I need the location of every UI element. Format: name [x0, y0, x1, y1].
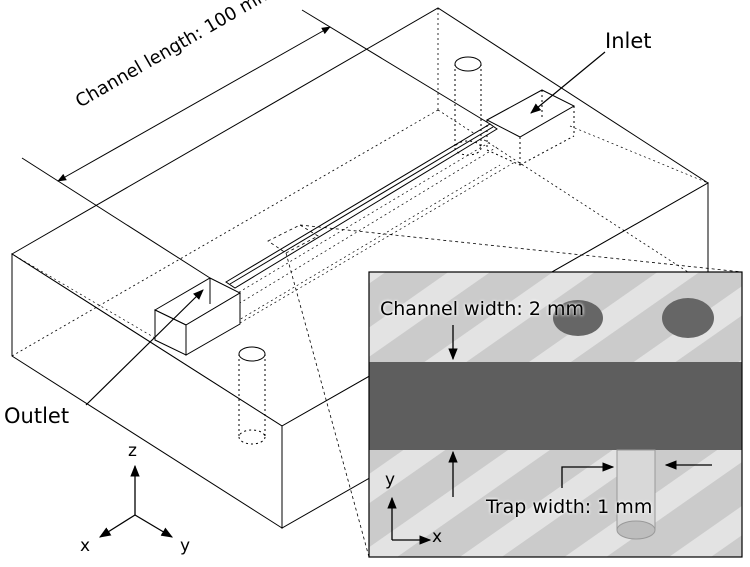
photo-inset	[369, 272, 742, 557]
mounting-hole-back	[454, 56, 482, 156]
axis-2d-x-label: x	[432, 527, 443, 547]
outlet-label: Outlet	[4, 404, 70, 428]
inlet-label: Inlet	[605, 29, 652, 53]
trap-photo	[616, 449, 656, 531]
photo-hole-2	[662, 298, 714, 338]
trap-width-label: Trap width: 1 mm	[486, 496, 653, 518]
axes-3d	[99, 464, 174, 538]
zoom-indicator	[267, 224, 743, 558]
channel-photo	[369, 362, 742, 450]
outlet-well	[153, 277, 242, 356]
axis-3d-z-label: z	[128, 441, 137, 461]
axis-3d-y-label: y	[180, 536, 191, 556]
mounting-hole-front	[238, 346, 266, 445]
axis-3d-x-label: x	[80, 536, 91, 556]
channel	[225, 123, 498, 289]
axes-2d	[387, 496, 432, 545]
photo-frame	[368, 271, 743, 558]
channel-width-label: Channel width: 2 mm	[380, 298, 584, 320]
leaders	[85, 51, 606, 406]
photo-arrows	[448, 325, 712, 497]
photo-hole-1	[553, 300, 603, 336]
channel-length-dimension	[21, 9, 491, 279]
axis-2d-y-label: y	[385, 470, 396, 490]
